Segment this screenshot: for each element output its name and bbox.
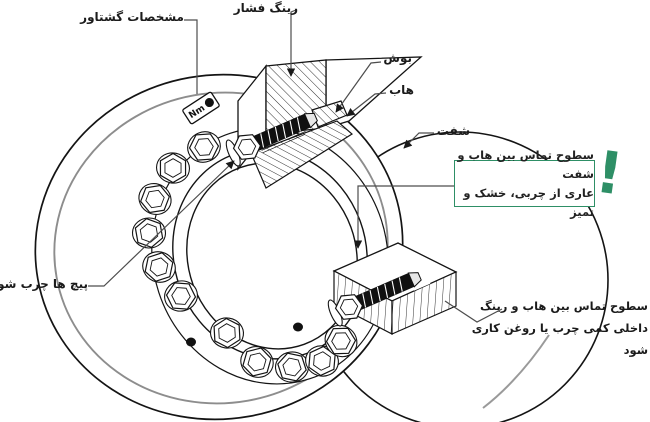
leader-bush xyxy=(335,61,382,113)
label-torque-specs: مشخصات گشتاور xyxy=(80,10,184,24)
warning-box-line2: عاری از چربی، خشک و تمیز xyxy=(463,185,594,219)
locking-ring xyxy=(34,73,404,421)
note-line1: سطوح تماس بین هاب و رینگ xyxy=(479,299,648,313)
leader-shaft xyxy=(403,132,434,149)
bottom-section-cut xyxy=(327,242,458,335)
sectioned-bolt-bottom xyxy=(327,263,431,327)
note-line2: داخلی کمی چرب یا روغن کاری شود xyxy=(471,321,648,357)
label-shaft: شفت xyxy=(436,124,470,138)
nm-tag: Nm xyxy=(182,91,220,125)
leader-bolts xyxy=(88,160,235,287)
leader-pressure-ring xyxy=(286,9,297,77)
warning-box: سطوح تماس بین هاب و شفت عاری از چربی، خش… xyxy=(454,148,595,219)
leader-note xyxy=(444,300,503,323)
leader-torque-specs xyxy=(184,19,198,94)
label-hub: هاب xyxy=(389,83,414,97)
nm-tag-dot xyxy=(204,98,214,108)
sectioned-bolt-top xyxy=(225,112,318,167)
leader-hub xyxy=(346,92,387,117)
note-bottom-right: سطوح تماس بین هاب و رینگ داخلی کمی چرب ی… xyxy=(448,295,648,361)
label-bush: بوش xyxy=(383,51,412,65)
label-bolts-grease: پیچ ها چرب شوند xyxy=(0,277,88,291)
leader-lines xyxy=(88,9,503,323)
flange-hole xyxy=(293,322,303,332)
leader-warning-box xyxy=(353,185,455,249)
label-pressure-ring: رینگ فشار xyxy=(233,1,298,15)
warning-box-line1: سطوح تماس بین هاب و شفت xyxy=(457,147,594,181)
flange-hole xyxy=(186,337,196,347)
hub-section-strip xyxy=(250,120,354,189)
